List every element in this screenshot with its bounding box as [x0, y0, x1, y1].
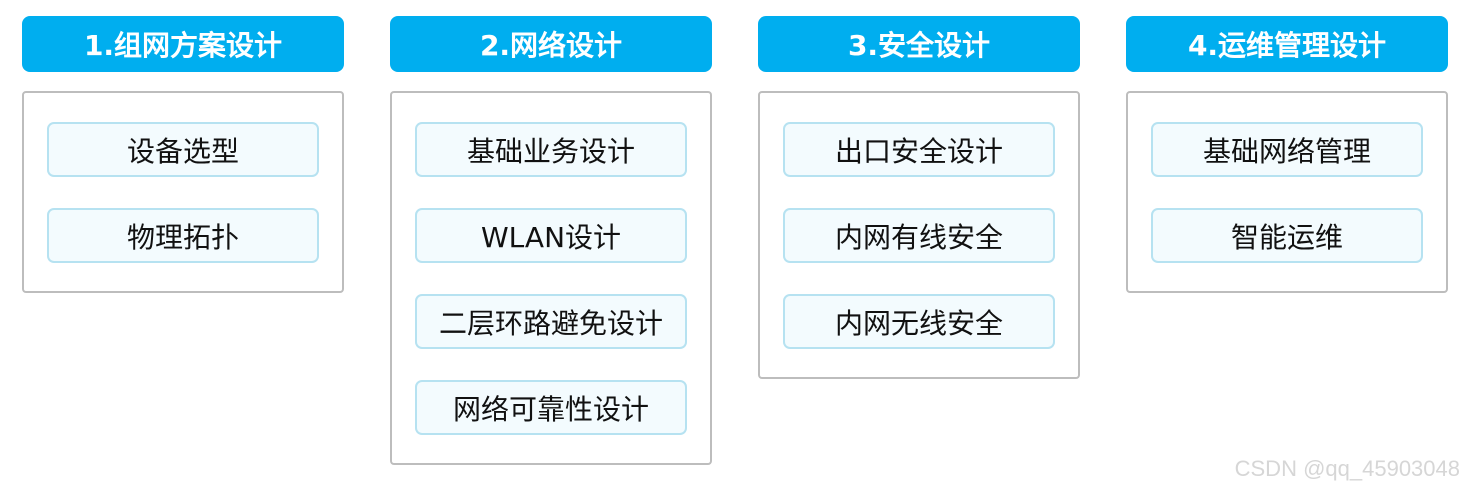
item-intelligent-om: 智能运维: [1151, 208, 1423, 263]
column-panel: 设备选型 物理拓扑: [22, 91, 344, 293]
column-header: 3.安全设计: [758, 16, 1080, 72]
item-physical-topology: 物理拓扑: [47, 208, 319, 263]
column-header: 2.网络设计: [390, 16, 712, 72]
item-device-selection: 设备选型: [47, 122, 319, 177]
item-basic-network-management: 基础网络管理: [1151, 122, 1423, 177]
item-network-reliability-design: 网络可靠性设计: [415, 380, 687, 435]
column-security-design: 3.安全设计 出口安全设计 内网有线安全 内网无线安全: [758, 16, 1080, 379]
column-panel: 出口安全设计 内网有线安全 内网无线安全: [758, 91, 1080, 379]
column-panel: 基础网络管理 智能运维: [1126, 91, 1448, 293]
column-om-design: 4.运维管理设计 基础网络管理 智能运维: [1126, 16, 1448, 293]
item-egress-security-design: 出口安全设计: [783, 122, 1055, 177]
watermark: CSDN @qq_45903048: [1234, 456, 1460, 481]
column-panel: 基础业务设计 WLAN设计 二层环路避免设计 网络可靠性设计: [390, 91, 712, 465]
item-l2-loop-avoidance-design: 二层环路避免设计: [415, 294, 687, 349]
column-network-design: 2.网络设计 基础业务设计 WLAN设计 二层环路避免设计 网络可靠性设计: [390, 16, 712, 465]
item-wireless-intranet-security: 内网无线安全: [783, 294, 1055, 349]
column-header: 4.运维管理设计: [1126, 16, 1448, 72]
item-wired-intranet-security: 内网有线安全: [783, 208, 1055, 263]
column-network-plan: 1.组网方案设计 设备选型 物理拓扑: [22, 16, 344, 293]
column-header: 1.组网方案设计: [22, 16, 344, 72]
item-basic-service-design: 基础业务设计: [415, 122, 687, 177]
item-wlan-design: WLAN设计: [415, 208, 687, 263]
